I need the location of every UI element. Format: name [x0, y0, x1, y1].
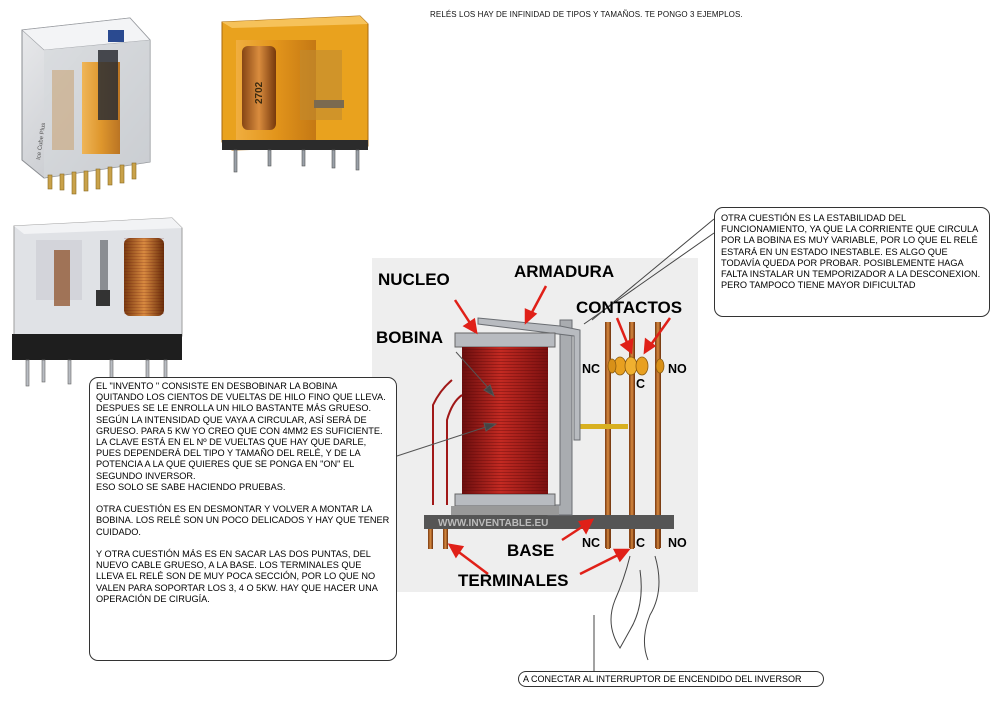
label-c-bottom: C: [636, 536, 645, 550]
contact-springs: [605, 322, 661, 548]
base-bar: [424, 515, 674, 529]
label-contactos: CONTACTOS: [576, 298, 682, 317]
note-left-invento: EL "INVENTO " CONSISTE EN DESBOBINAR LA …: [89, 377, 397, 661]
label-armadura: ARMADURA: [514, 262, 614, 281]
actuator-rod: [578, 424, 628, 429]
coil: [451, 332, 559, 515]
label-base: BASE: [507, 541, 554, 560]
label-no-bottom: NO: [668, 536, 687, 550]
label-nucleo: NUCLEO: [378, 270, 450, 289]
label-nc-bottom: NC: [582, 536, 600, 550]
note-right-estabilidad: OTRA CUESTIÓN ES LA ESTABILIDAD DEL FUNC…: [714, 207, 990, 317]
label-nc-top: NC: [582, 362, 600, 376]
label-c-top: C: [636, 377, 645, 391]
label-no-top: NO: [668, 362, 687, 376]
note-bottom-conectar: A CONECTAR AL INTERRUPTOR DE ENCENDIDO D…: [518, 671, 824, 687]
page-title: RELÉS LOS HAY DE INFINIDAD DE TIPOS Y TA…: [430, 10, 743, 19]
contact-pads: [607, 356, 665, 376]
bobina-arrows: [396, 351, 498, 457]
watermark: WWW.INVENTABLE.EU: [438, 518, 548, 529]
leader-lines: [583, 218, 715, 672]
label-arrows: [447, 285, 672, 576]
label-terminales: TERMINALES: [458, 571, 569, 590]
terminals: [428, 529, 660, 549]
armature: [477, 317, 581, 441]
label-bobina: BOBINA: [376, 328, 443, 347]
